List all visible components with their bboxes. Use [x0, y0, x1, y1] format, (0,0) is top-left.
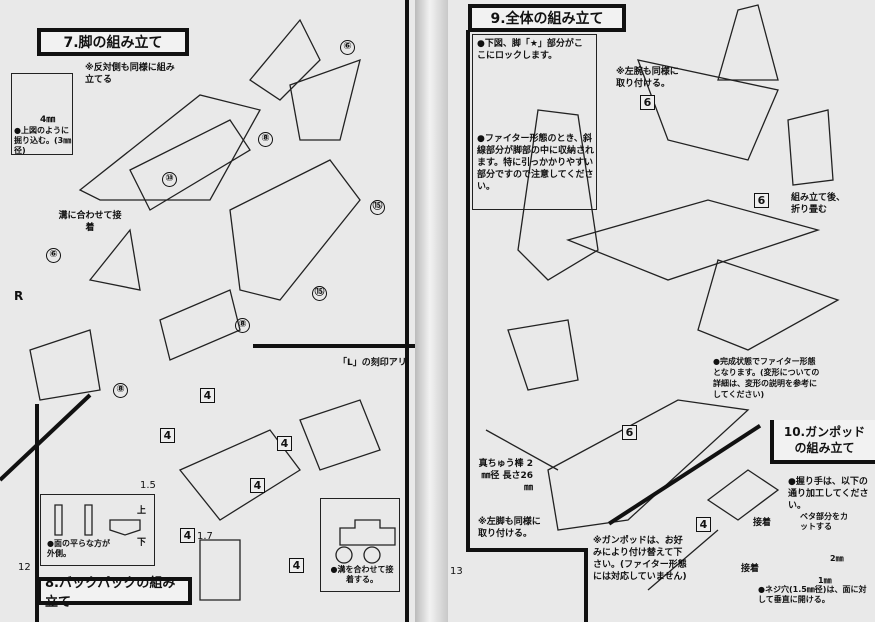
grip-note: ●握り手は、以下の通り加工してください。: [788, 477, 869, 511]
groove-glue-note: 溝に合わせて接着: [58, 211, 122, 233]
part-8: ⑧: [258, 132, 273, 147]
left-arm-note: ※左腕も同様に取り付ける。: [616, 67, 679, 89]
groove-inset: ●溝を合わせて接着する。: [320, 498, 400, 592]
full-assembly-line-art: [485, 4, 840, 591]
section-9-title: 9.全体の組み立て: [468, 4, 626, 32]
size-label: 1.7: [197, 531, 213, 542]
section-divider: [253, 344, 415, 348]
left-page: 7.脚の組み立て ※反対側も同様に組み立てる 4㎜ ●上図のように掘り込む。(3…: [0, 0, 415, 622]
inset-note: ●上図のように掘り込む。(3㎜径): [14, 126, 72, 155]
section-7-title: 7.脚の組み立て: [37, 28, 189, 56]
face-orientation-inset: 上 下 ●面の平らな方が外側。: [40, 494, 155, 566]
glue-label: 接着: [741, 564, 760, 574]
part-10: ⑩: [162, 172, 177, 187]
inset-dimension: 4㎜: [40, 115, 56, 125]
section-10-title: 10.ガンポッド の組み立て: [770, 420, 875, 464]
groove-align-note: ●溝を合わせて接着する。: [330, 565, 394, 584]
section-9-frame-bottom: [466, 548, 586, 552]
stamp-note: 「L」の刻印アリ: [338, 358, 407, 368]
leg-and-backpack-line-art: [0, 18, 396, 601]
right-page: 9.全体の組み立て ●下図、脚「★」部分がここにロックします。 ●ファイター形態…: [448, 0, 875, 622]
section-9-frame: [584, 548, 588, 622]
part-8: ⑧: [235, 318, 250, 333]
step-box-4: 4: [696, 517, 711, 532]
dimension-1mm: 1㎜: [818, 576, 832, 585]
step-box-4: 4: [250, 478, 265, 493]
opposite-side-note: ※反対側も同様に組み立てる: [85, 63, 175, 85]
part-6: ⑥: [340, 40, 355, 55]
left-leg-note: ※左脚も同様に取り付ける。: [478, 517, 541, 539]
screw-hole-note: ●ネジ穴(1.5㎜径)は、面に対して垂直に開ける。: [758, 585, 867, 604]
step-box-4: 4: [180, 528, 195, 543]
glue-label: 接着: [753, 518, 772, 528]
step-box-4: 4: [160, 428, 175, 443]
down-label: 下: [137, 538, 147, 548]
step-box-6: 6: [640, 95, 655, 110]
page-number: 13: [450, 566, 463, 577]
section-9-frame: [466, 30, 470, 550]
part-6: ⑥: [46, 248, 61, 263]
part-15: ⑮: [370, 200, 385, 215]
fold-note: 組み立て後、折り畳む: [791, 193, 846, 215]
completion-note: ●完成状態でファイター形態となります。(変形についての詳細は、変形の説明を参考に…: [713, 357, 820, 399]
lock-note: ●下図、脚「★」部分がここにロックします。: [477, 39, 583, 61]
up-label: 上: [137, 506, 147, 516]
size-label: 1.5: [140, 480, 156, 491]
cut-note: ベタ部分をカットする: [800, 512, 848, 531]
step-box-6: 6: [754, 193, 769, 208]
step-box-4: 4: [289, 558, 304, 573]
dimension-2mm: 2㎜: [830, 554, 844, 563]
step-box-4: 4: [200, 388, 215, 403]
part-15: ⑮: [312, 286, 327, 301]
brass-rod-note: 真ちゅう棒 2㎜径 長さ26㎜: [478, 459, 533, 493]
gunpod-note: ※ガンポッドは、お好みにより付け替えて下さい。(ファイター形態には対応していませ…: [593, 536, 687, 582]
step-box-6: 6: [622, 425, 637, 440]
side-label: R: [14, 289, 24, 303]
part-8: ⑧: [113, 383, 128, 398]
lock-inset: ●下図、脚「★」部分がここにロックします。 ●ファイター形態のとき、斜線部分が脚…: [472, 34, 597, 210]
groove-inset: 4㎜ ●上図のように掘り込む。(3㎜径): [11, 73, 73, 155]
page-edge: [405, 0, 409, 622]
face-note: ●面の平らな方が外側。: [47, 539, 110, 558]
section-8-frame: [35, 404, 39, 622]
step-box-4: 4: [277, 436, 292, 451]
page-number: 12: [18, 562, 31, 573]
book-spine: [415, 0, 448, 622]
section-8-title: 8.バックパックの組み立て: [37, 576, 192, 610]
fighter-mode-note: ●ファイター形態のとき、斜線部分が脚部の中に収納されます。特に引っかかりやすい部…: [477, 134, 595, 192]
